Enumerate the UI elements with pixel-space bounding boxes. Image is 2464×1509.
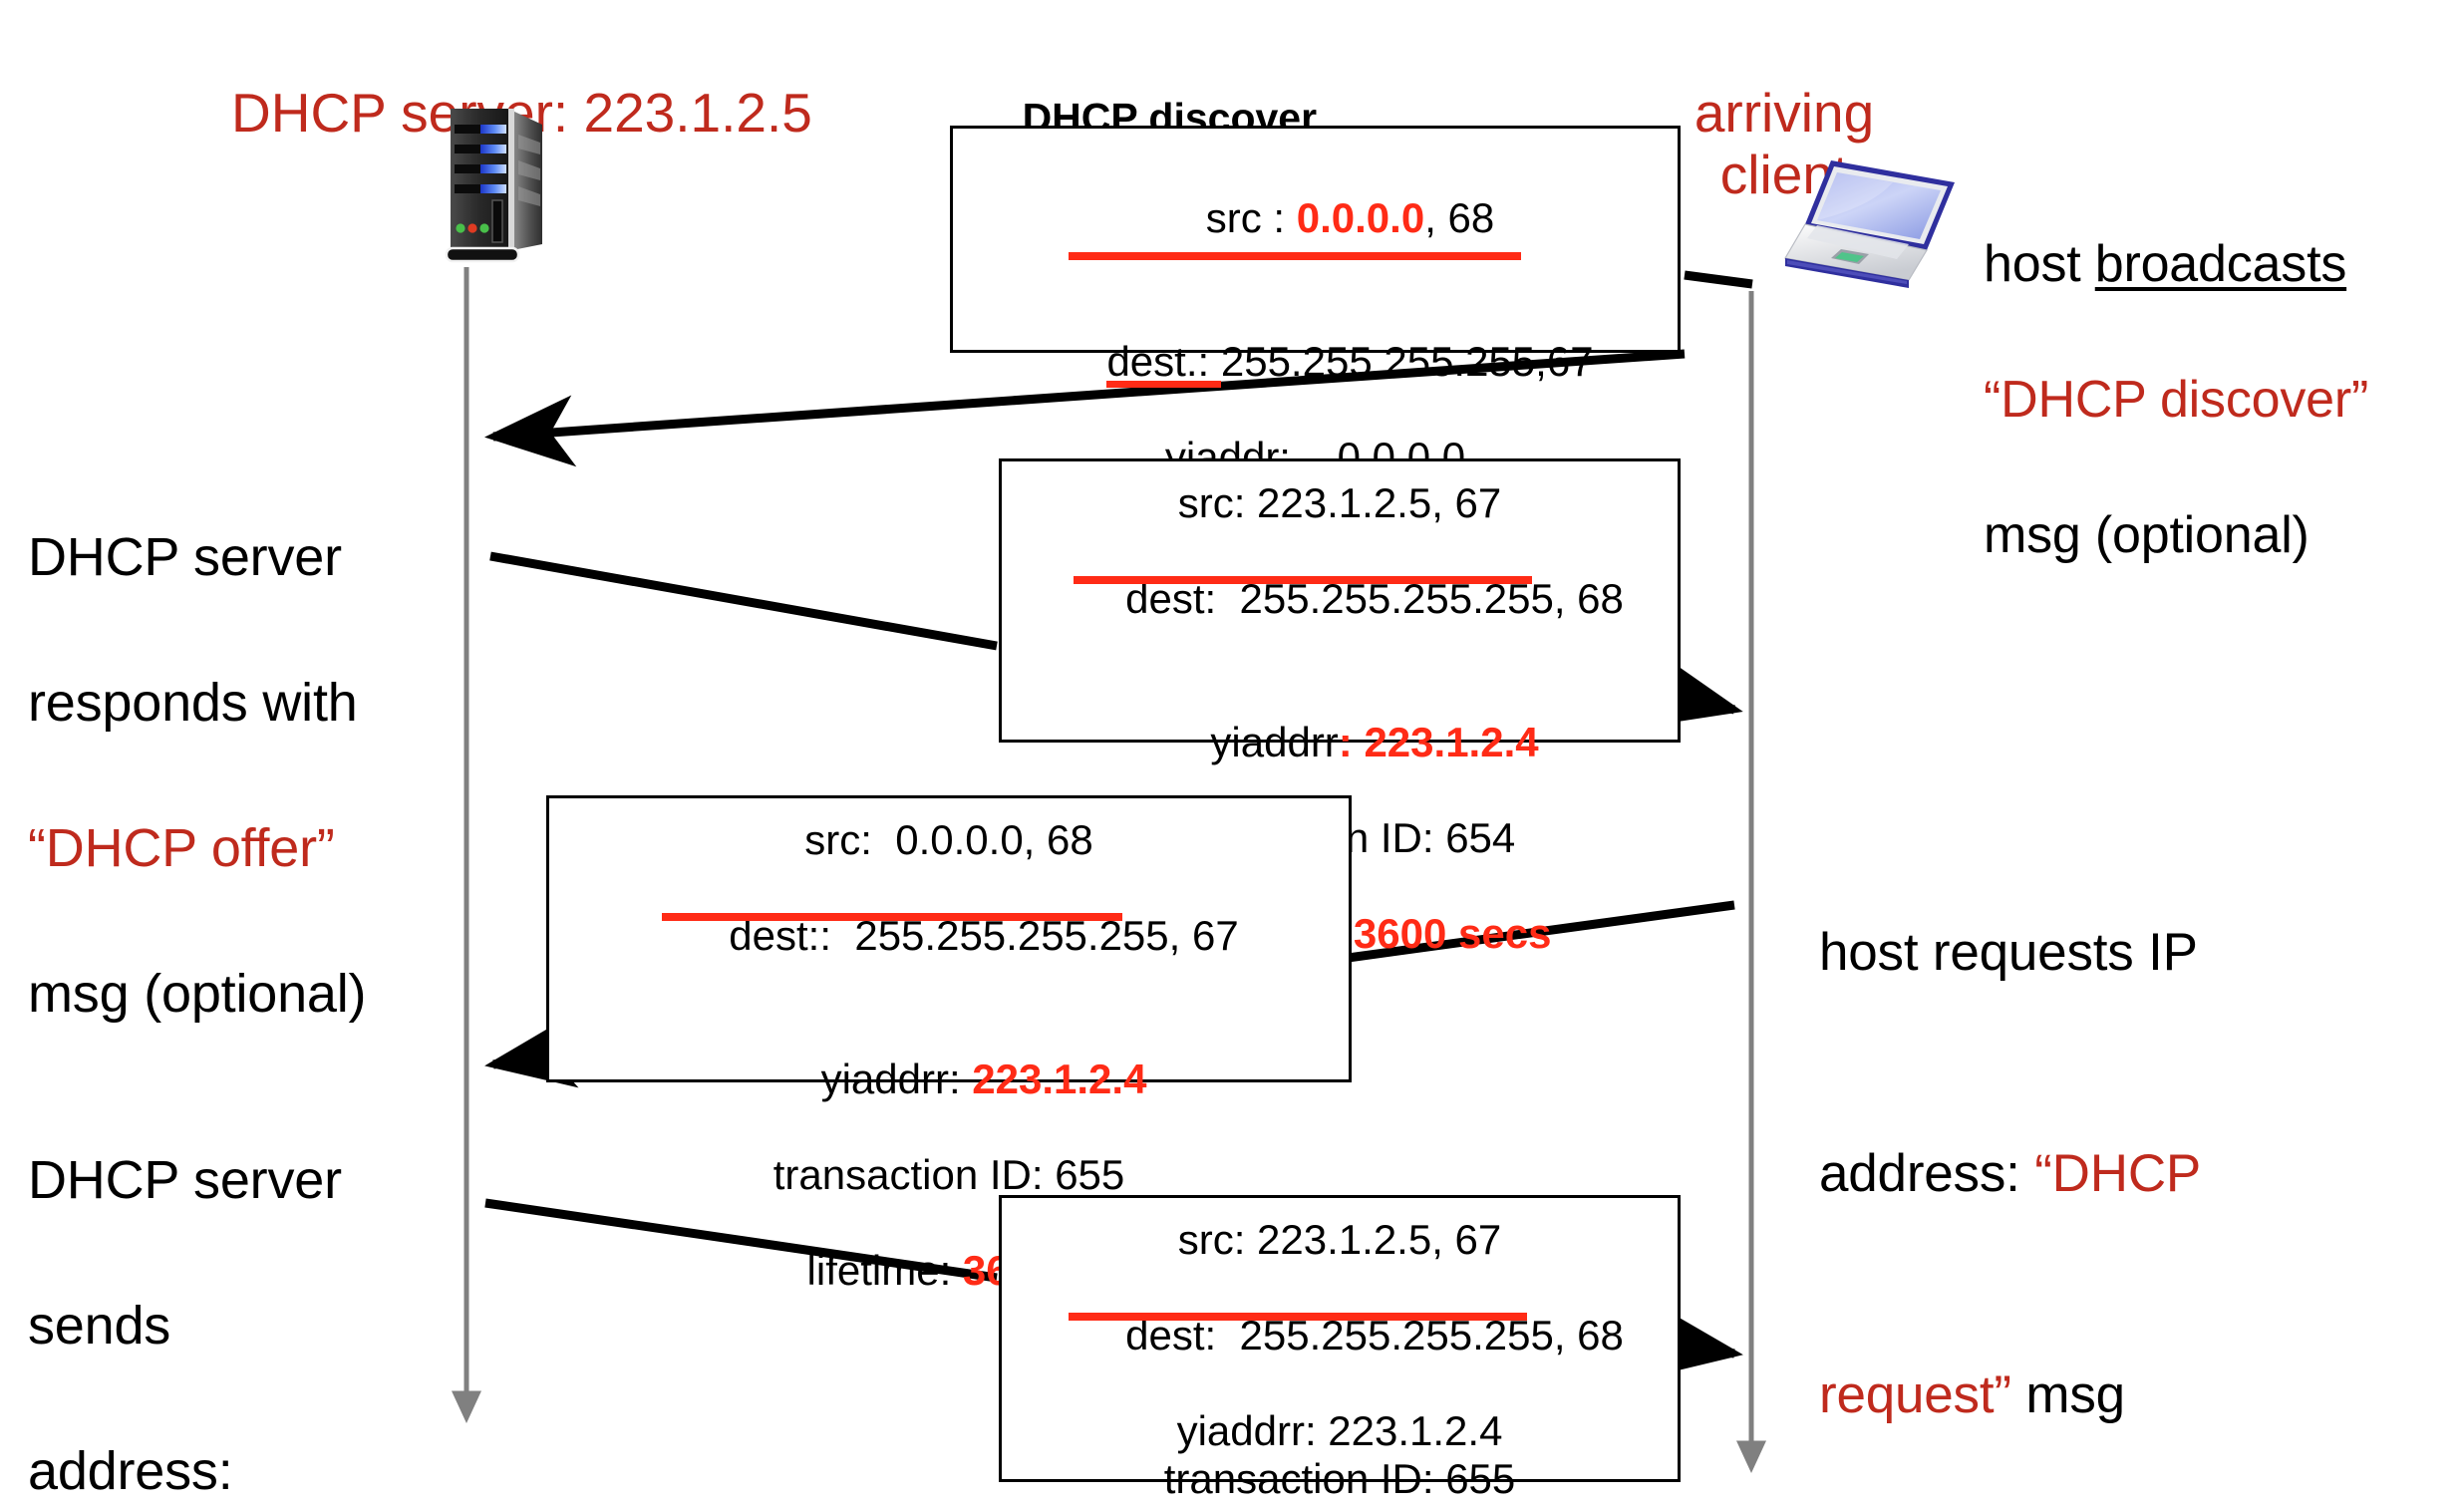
request-dest-underline <box>662 913 1122 921</box>
annot-line-1: DHCP server <box>28 1150 342 1210</box>
discover-src-row: src : 0.0.0.0, 68 <box>1205 194 1495 241</box>
offer-dest-underline <box>1074 576 1532 584</box>
client-to-discover-stub <box>1684 270 1753 289</box>
annot-line-1: DHCP server <box>28 527 342 587</box>
request-src-row: src: 0.0.0.0, 68 <box>804 816 1093 863</box>
discover-dest-underline <box>1069 252 1521 260</box>
annotation-server-responds: DHCP server responds with “DHCP offer” m… <box>28 449 476 1103</box>
arrow-dhcp-offer-right <box>1647 656 1743 727</box>
host-requests-suffix: msg <box>2010 1365 2125 1424</box>
request-transaction-row: transaction ID: 655 <box>772 1151 1125 1198</box>
server-tower-icon <box>441 105 550 264</box>
request-dest-row: dest:: 255.255.255.255, 67 <box>729 912 1239 959</box>
ack-dest-underline <box>1069 1313 1527 1321</box>
request-yiaddr-val: 223.1.2.4 <box>972 1056 1147 1102</box>
offer-dest-row: dest: 255.255.255.255, 68 <box>1125 575 1624 622</box>
host-broadcasts-emphasis: broadcasts <box>2094 235 2347 293</box>
ack-lifetime-row: lifetime: 3600 secs <box>1002 1503 1678 1509</box>
host-requests-prefix: address: <box>1819 1144 2035 1203</box>
host-broadcasts-prefix: host <box>1984 235 2095 293</box>
annot-line-2: sends <box>28 1296 171 1356</box>
dhcp-request-box: src: 0.0.0.0, 68 dest:: 255.255.255.255,… <box>546 795 1352 1294</box>
server-label: DHCP server: 223.1.2.5 <box>231 20 869 144</box>
discover-dest-row: dest.: 255.255.255.255,67 <box>1106 338 1594 388</box>
discover-dest-key: dest.: <box>1106 338 1222 388</box>
annot-line-1: host requests IP <box>1819 923 2198 982</box>
annot-line-3: request” msg <box>1819 1285 2337 1432</box>
annot-line-3: address: <box>28 1441 233 1501</box>
ack-yiaddr-row: yiaddrr: 223.1.2.4 <box>1176 1407 1503 1454</box>
arrow-dhcp-offer-left <box>489 551 998 651</box>
annot-line-3: “DHCP offer” <box>28 818 335 878</box>
server-label-text: DHCP server: 223.1.2.5 <box>231 82 812 144</box>
annot-line-2: address: “DHCP <box>1819 1063 2337 1211</box>
host-requests-red-1: “DHCP <box>2034 1144 2202 1203</box>
host-requests-red-2: request” <box>1819 1365 2011 1424</box>
discover-dest-ip: 255.255.255.255 <box>1220 338 1536 385</box>
discover-src-ip: 0.0.0.0 <box>1296 194 1425 241</box>
annotation-host-broadcasts: host broadcasts “DHCP discover” msg (opt… <box>1984 95 2452 637</box>
ack-src-row: src: 223.1.2.5, 67 <box>1177 1216 1502 1263</box>
ack-dest-row: dest: 255.255.255.255, 68 <box>1125 1312 1624 1358</box>
laptop-icon <box>1769 154 1969 294</box>
annotation-server-sends: DHCP server sends address: “DHCP ack” ms… <box>28 1071 476 1509</box>
annot-line-1: host broadcasts <box>1984 162 2452 298</box>
dhcp-offer-box: src: 223.1.2.5, 67 dest: 255.255.255.255… <box>999 458 1681 957</box>
annot-line-3: msg (optional) <box>1984 506 2310 564</box>
offer-lifetime-val: 3600 secs <box>1353 910 1552 957</box>
offer-src-row: src: 223.1.2.5, 67 <box>1177 479 1502 526</box>
dhcp-ack-box: src: 223.1.2.5, 67 dest: 255.255.255.255… <box>999 1195 1681 1502</box>
dhcp-discover-box: src : 0.0.0.0, 68 dest.: 255.255.255.255… <box>950 126 1681 528</box>
annot-line-2: responds with <box>28 673 358 733</box>
annot-line-4: msg (optional) <box>28 964 367 1024</box>
offer-yiaddr-val: : 223.1.2.4 <box>1338 719 1539 765</box>
annot-line-2: “DHCP discover” <box>1984 371 2369 429</box>
offer-yiaddr-row: yiaddrr: 223.1.2.4 <box>1210 719 1539 765</box>
ack-transaction-row: transaction ID: 655 <box>1163 1455 1516 1502</box>
request-yiaddr-row: yiaddrr: 223.1.2.4 <box>820 1056 1147 1102</box>
annotation-host-requests: host requests IP address: “DHCP request”… <box>1819 842 2337 1506</box>
